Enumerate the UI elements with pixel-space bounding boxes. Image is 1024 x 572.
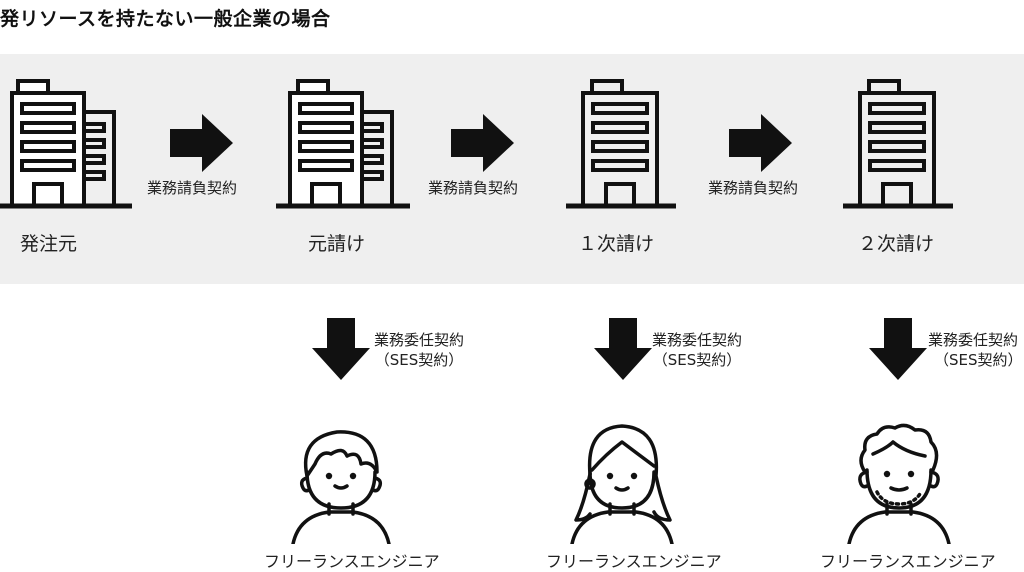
role-label: 元請け — [308, 233, 366, 255]
engineer-avatar-icon — [291, 430, 391, 544]
engineer-avatar-icon — [570, 424, 674, 544]
down-arrow-icon — [312, 318, 370, 380]
down-arrow-icon — [594, 318, 652, 380]
ses-line1: 業務委任契約 — [652, 331, 743, 349]
ses-contract-label: 業務委任契約 （SES契約） — [928, 330, 1024, 370]
diagram-title: 発リソースを持たない一般企業の場合 — [0, 8, 331, 30]
ses-line1: 業務委任契約 — [374, 331, 465, 349]
ses-line2: （SES契約） — [374, 351, 464, 369]
role-label: １次請け — [578, 233, 655, 255]
engineer-caption: フリーランスエンジニア — [820, 552, 996, 571]
role-label: ２次請け — [858, 233, 935, 255]
ses-line2: （SES契約） — [652, 351, 742, 369]
contract-chain-band — [0, 54, 1024, 284]
role-label: 発注元 — [20, 233, 78, 255]
right-arrow-icon — [729, 114, 792, 172]
client-building-icon — [0, 79, 132, 209]
first-subcontractor-building-icon — [566, 79, 676, 209]
engineer-avatar-icon — [847, 423, 951, 544]
engineer-caption: フリーランスエンジニア — [264, 552, 440, 571]
down-arrow-icon — [869, 318, 927, 380]
ses-line1: 業務委任契約 — [928, 331, 1019, 349]
engineer-caption: フリーランスエンジニア — [546, 552, 722, 571]
ses-contract-label: 業務委任契約 （SES契約） — [652, 330, 742, 370]
ses-line2: （SES契約） — [934, 351, 1023, 369]
contract-label: 業務請負契約 — [708, 179, 799, 197]
second-subcontractor-building-icon — [843, 79, 953, 209]
contract-label: 業務請負契約 — [147, 179, 238, 197]
ses-contract-label: 業務委任契約 （SES契約） — [374, 330, 464, 370]
prime-contractor-building-icon — [276, 79, 410, 209]
contract-label: 業務請負契約 — [428, 179, 519, 197]
right-arrow-icon — [170, 114, 233, 172]
right-arrow-icon — [451, 114, 514, 172]
